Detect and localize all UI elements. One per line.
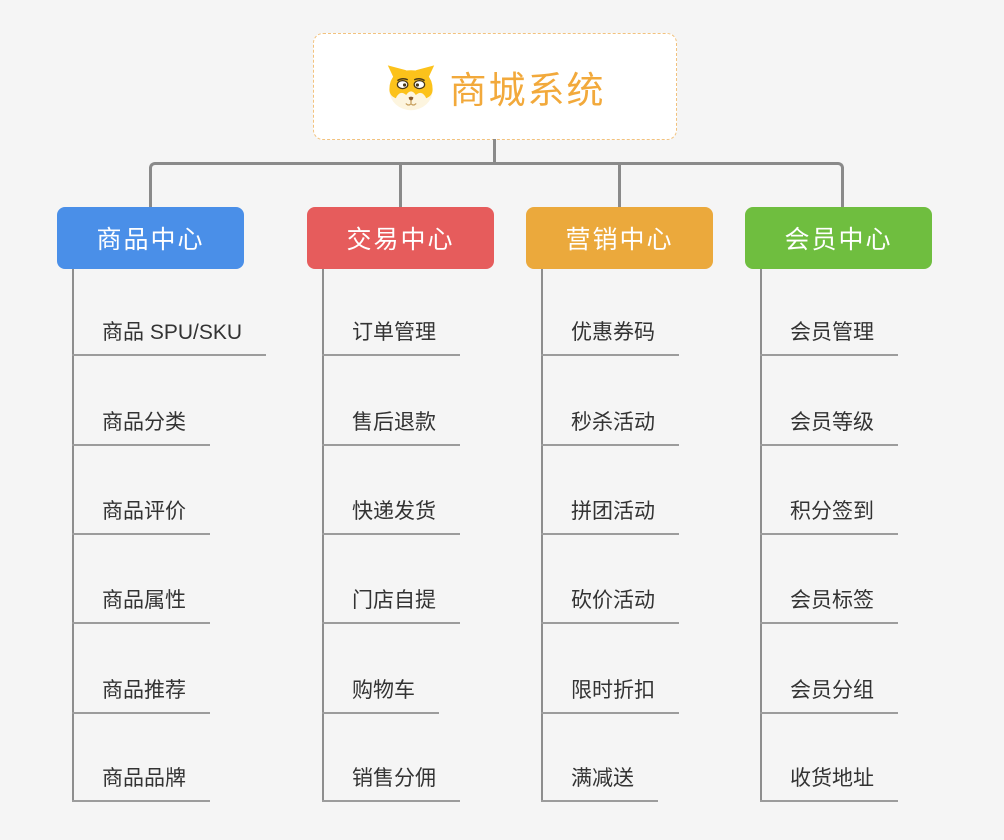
connector-bus-left <box>149 162 497 211</box>
branch-marketing-center[interactable]: 营销中心 <box>526 207 713 269</box>
topic-item[interactable]: 订单管理 <box>322 318 460 356</box>
connector-trunk <box>760 269 762 802</box>
topic-item[interactable]: 会员分组 <box>760 676 898 714</box>
topic-item[interactable]: 积分签到 <box>760 497 898 535</box>
root-topic-label: 商城系统 <box>449 69 606 111</box>
topic-item[interactable]: 会员等级 <box>760 408 898 446</box>
dog-icon <box>385 63 437 111</box>
connector-trunk <box>72 269 74 802</box>
topic-item[interactable]: 商品属性 <box>72 586 210 624</box>
topic-item[interactable]: 限时折扣 <box>541 676 679 714</box>
topic-item[interactable]: 商品评价 <box>72 497 210 535</box>
topic-item[interactable]: 购物车 <box>322 676 439 714</box>
topic-item[interactable]: 会员标签 <box>760 586 898 624</box>
connector-drop-trade <box>399 162 402 208</box>
topic-item[interactable]: 门店自提 <box>322 586 460 624</box>
branch-product-center[interactable]: 商品中心 <box>57 207 244 269</box>
branch-label: 营销中心 <box>565 226 674 254</box>
topic-item[interactable]: 销售分佣 <box>322 764 460 802</box>
topic-item[interactable]: 拼团活动 <box>541 497 679 535</box>
topic-item[interactable]: 秒杀活动 <box>541 408 679 446</box>
branch-label: 交易中心 <box>346 226 455 254</box>
topic-item[interactable]: 优惠券码 <box>541 318 679 356</box>
topic-item[interactable]: 会员管理 <box>760 318 898 356</box>
connector-trunk <box>322 269 324 802</box>
topic-item[interactable]: 收货地址 <box>760 764 898 802</box>
topic-item[interactable]: 砍价活动 <box>541 586 679 624</box>
topic-item[interactable]: 商品分类 <box>72 408 210 446</box>
branch-member-center[interactable]: 会员中心 <box>745 207 932 269</box>
branch-label: 商品中心 <box>96 226 205 254</box>
connector-drop-marketing <box>618 162 621 208</box>
connector-trunk <box>541 269 543 802</box>
branch-trade-center[interactable]: 交易中心 <box>307 207 494 269</box>
connector-bus-right <box>494 162 844 211</box>
topic-item[interactable]: 快递发货 <box>322 497 460 535</box>
topic-item[interactable]: 售后退款 <box>322 408 460 446</box>
branch-label: 会员中心 <box>784 226 893 254</box>
topic-item[interactable]: 商品 SPU/SKU <box>72 318 267 356</box>
topic-item[interactable]: 商品品牌 <box>72 764 210 802</box>
topic-item[interactable]: 满减送 <box>541 764 658 802</box>
root-topic[interactable]: 商城系统 <box>313 33 677 140</box>
topic-item[interactable]: 商品推荐 <box>72 676 210 714</box>
connector-root-stub <box>493 139 496 165</box>
